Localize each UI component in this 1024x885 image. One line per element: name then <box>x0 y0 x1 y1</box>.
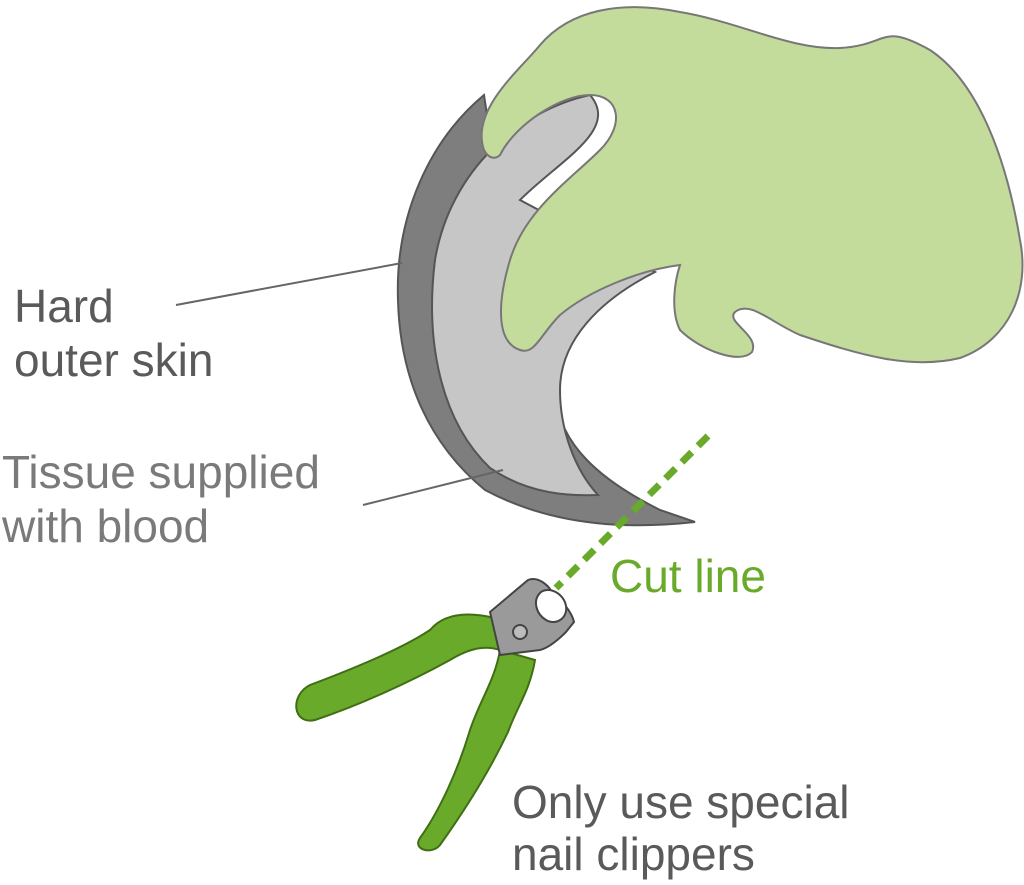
label-hard-outer-skin: Hard outer skin <box>14 280 213 386</box>
label-tissue: Tissue supplied with blood <box>1 446 333 552</box>
cut-line <box>553 433 711 591</box>
label-clippers: Only use special nail clippers <box>512 776 862 880</box>
clipper-pivot <box>512 624 528 640</box>
leader-line-tissue <box>362 469 504 506</box>
paw-shape <box>480 6 1024 364</box>
nail-clippers <box>295 578 576 852</box>
clipper-handle-upper <box>295 613 502 722</box>
label-cut-line: Cut line <box>610 550 766 602</box>
clipper-blade-opening <box>534 588 568 624</box>
leader-line-outer-skin <box>175 262 403 306</box>
clipper-handle-lower <box>417 648 537 852</box>
